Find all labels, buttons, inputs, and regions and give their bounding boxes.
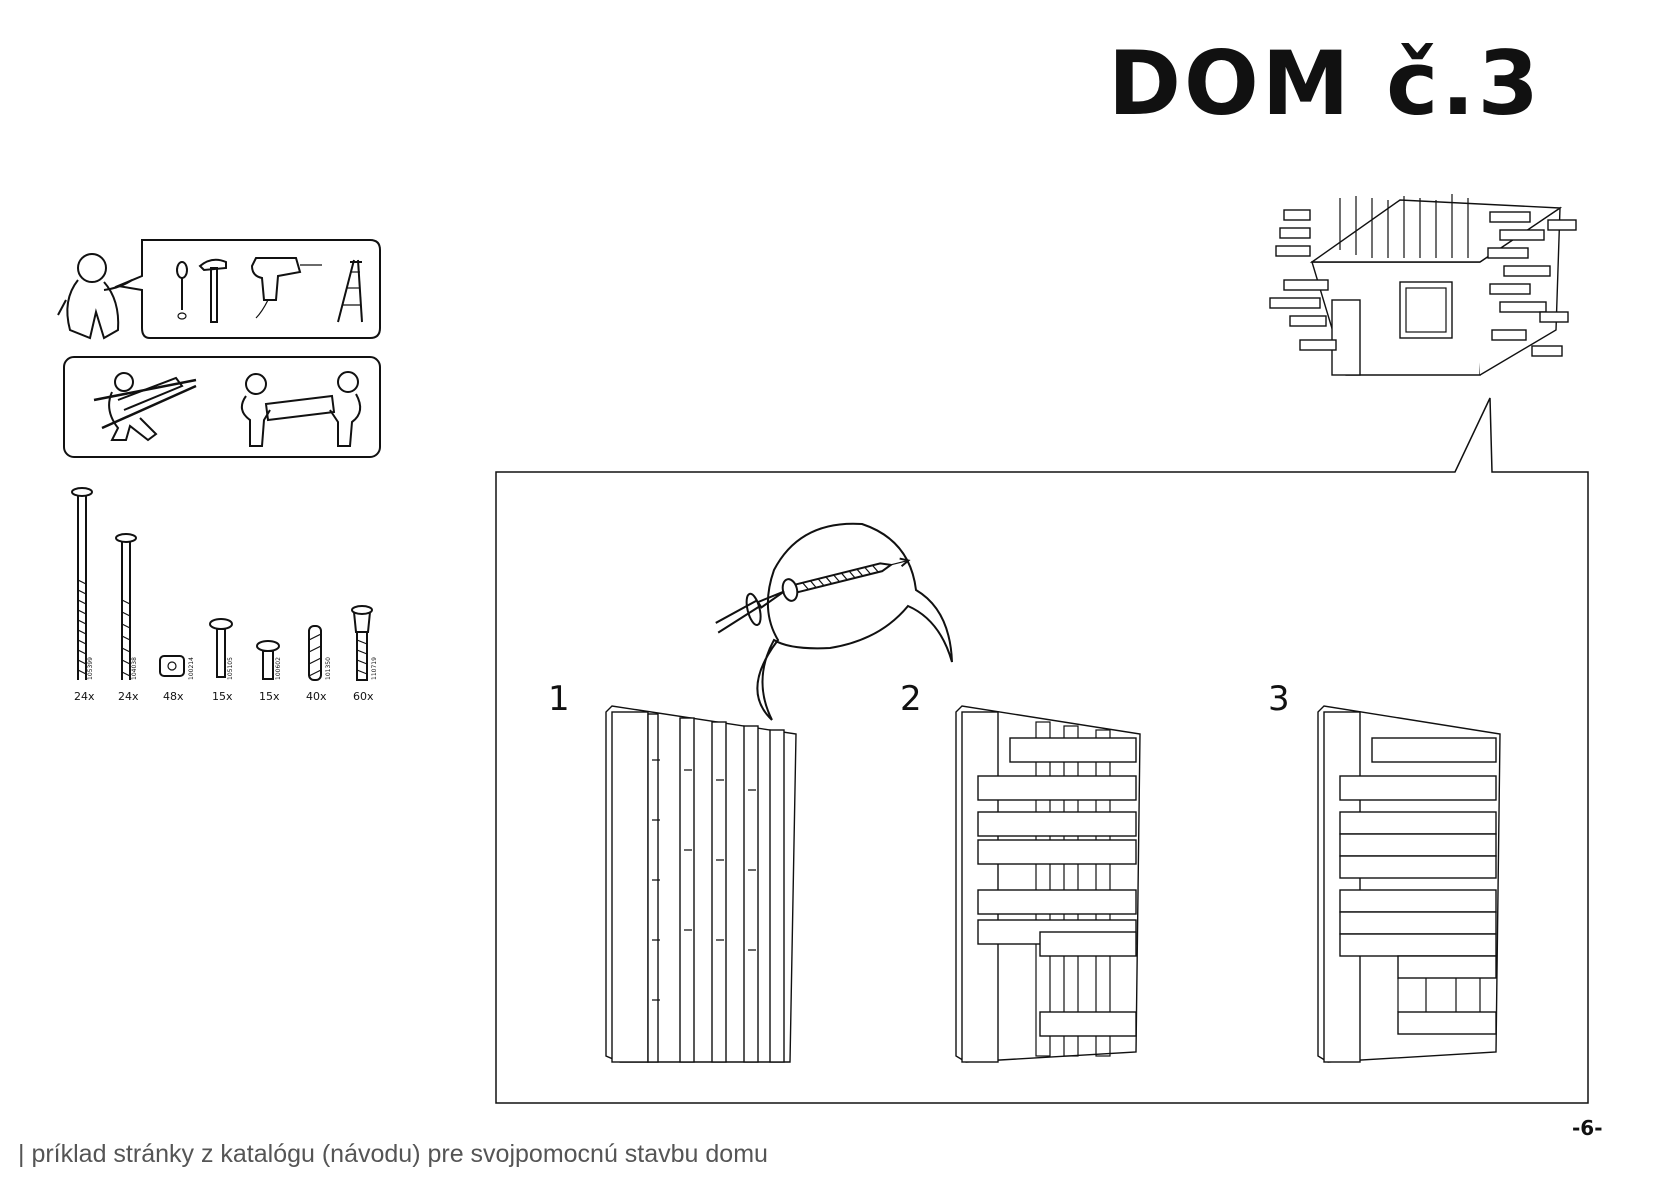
- step-number: 3: [1268, 679, 1290, 719]
- step-3-panel: [1317, 705, 1501, 1063]
- hammer-icon: [198, 258, 227, 323]
- screw-detail-icon: [715, 522, 953, 721]
- drill-icon: [250, 257, 322, 319]
- two-person-lift-icon: [240, 371, 362, 447]
- step-1-panel: [605, 705, 797, 1063]
- house-icon: [1269, 194, 1577, 376]
- hardware-code: 100214: [188, 657, 195, 680]
- step-number: 1: [548, 679, 570, 719]
- hardware-qty: 15x: [212, 690, 233, 703]
- screwdriver-icon: [176, 261, 188, 320]
- roof-planks: [1339, 194, 1469, 258]
- page-number: -6-: [1572, 1116, 1603, 1140]
- ladder-icon: [337, 259, 363, 323]
- left-planks: [1269, 209, 1337, 351]
- right-planks: [1487, 211, 1577, 357]
- hardware-code: 105399: [87, 657, 94, 680]
- hardware-code: 105105: [227, 657, 234, 680]
- bolt-medium-icon: [115, 533, 137, 680]
- bolt-long-icon: [71, 487, 93, 680]
- barrel-nut-icon: [159, 655, 185, 677]
- hardware-code: 110719: [371, 657, 378, 680]
- hardware-qty: 24x: [118, 690, 139, 703]
- hardware-qty: 48x: [163, 690, 184, 703]
- cam-bolt-icon: [351, 605, 373, 681]
- step-number: 2: [900, 679, 922, 719]
- one-person-lift-crossed-icon: [93, 372, 197, 442]
- hardware-code: 104038: [131, 657, 138, 680]
- instruction-frame: [495, 397, 1589, 1104]
- tools-panel: [57, 239, 381, 340]
- person-speech-icon: [57, 253, 133, 340]
- hardware-qty: 60x: [353, 690, 374, 703]
- page-title: DOM č.3: [1108, 32, 1542, 135]
- hardware-qty: 24x: [74, 690, 95, 703]
- hardware-code: 101350: [325, 657, 332, 680]
- cap-screw-icon: [209, 618, 233, 678]
- hardware-code: 100602: [275, 657, 282, 680]
- dowel-icon: [308, 625, 322, 681]
- lifting-panel: [63, 356, 381, 458]
- sleeve-nut-icon: [256, 640, 280, 680]
- hardware-qty: 15x: [259, 690, 280, 703]
- hardware-qty: 40x: [306, 690, 327, 703]
- step-2-panel: [955, 705, 1141, 1063]
- caption: | príklad stránky z katalógu (návodu) pr…: [18, 1140, 768, 1168]
- hardware-list: 24x 24x 48x 15x 15x 40x 60x 105399 10403…: [71, 487, 378, 703]
